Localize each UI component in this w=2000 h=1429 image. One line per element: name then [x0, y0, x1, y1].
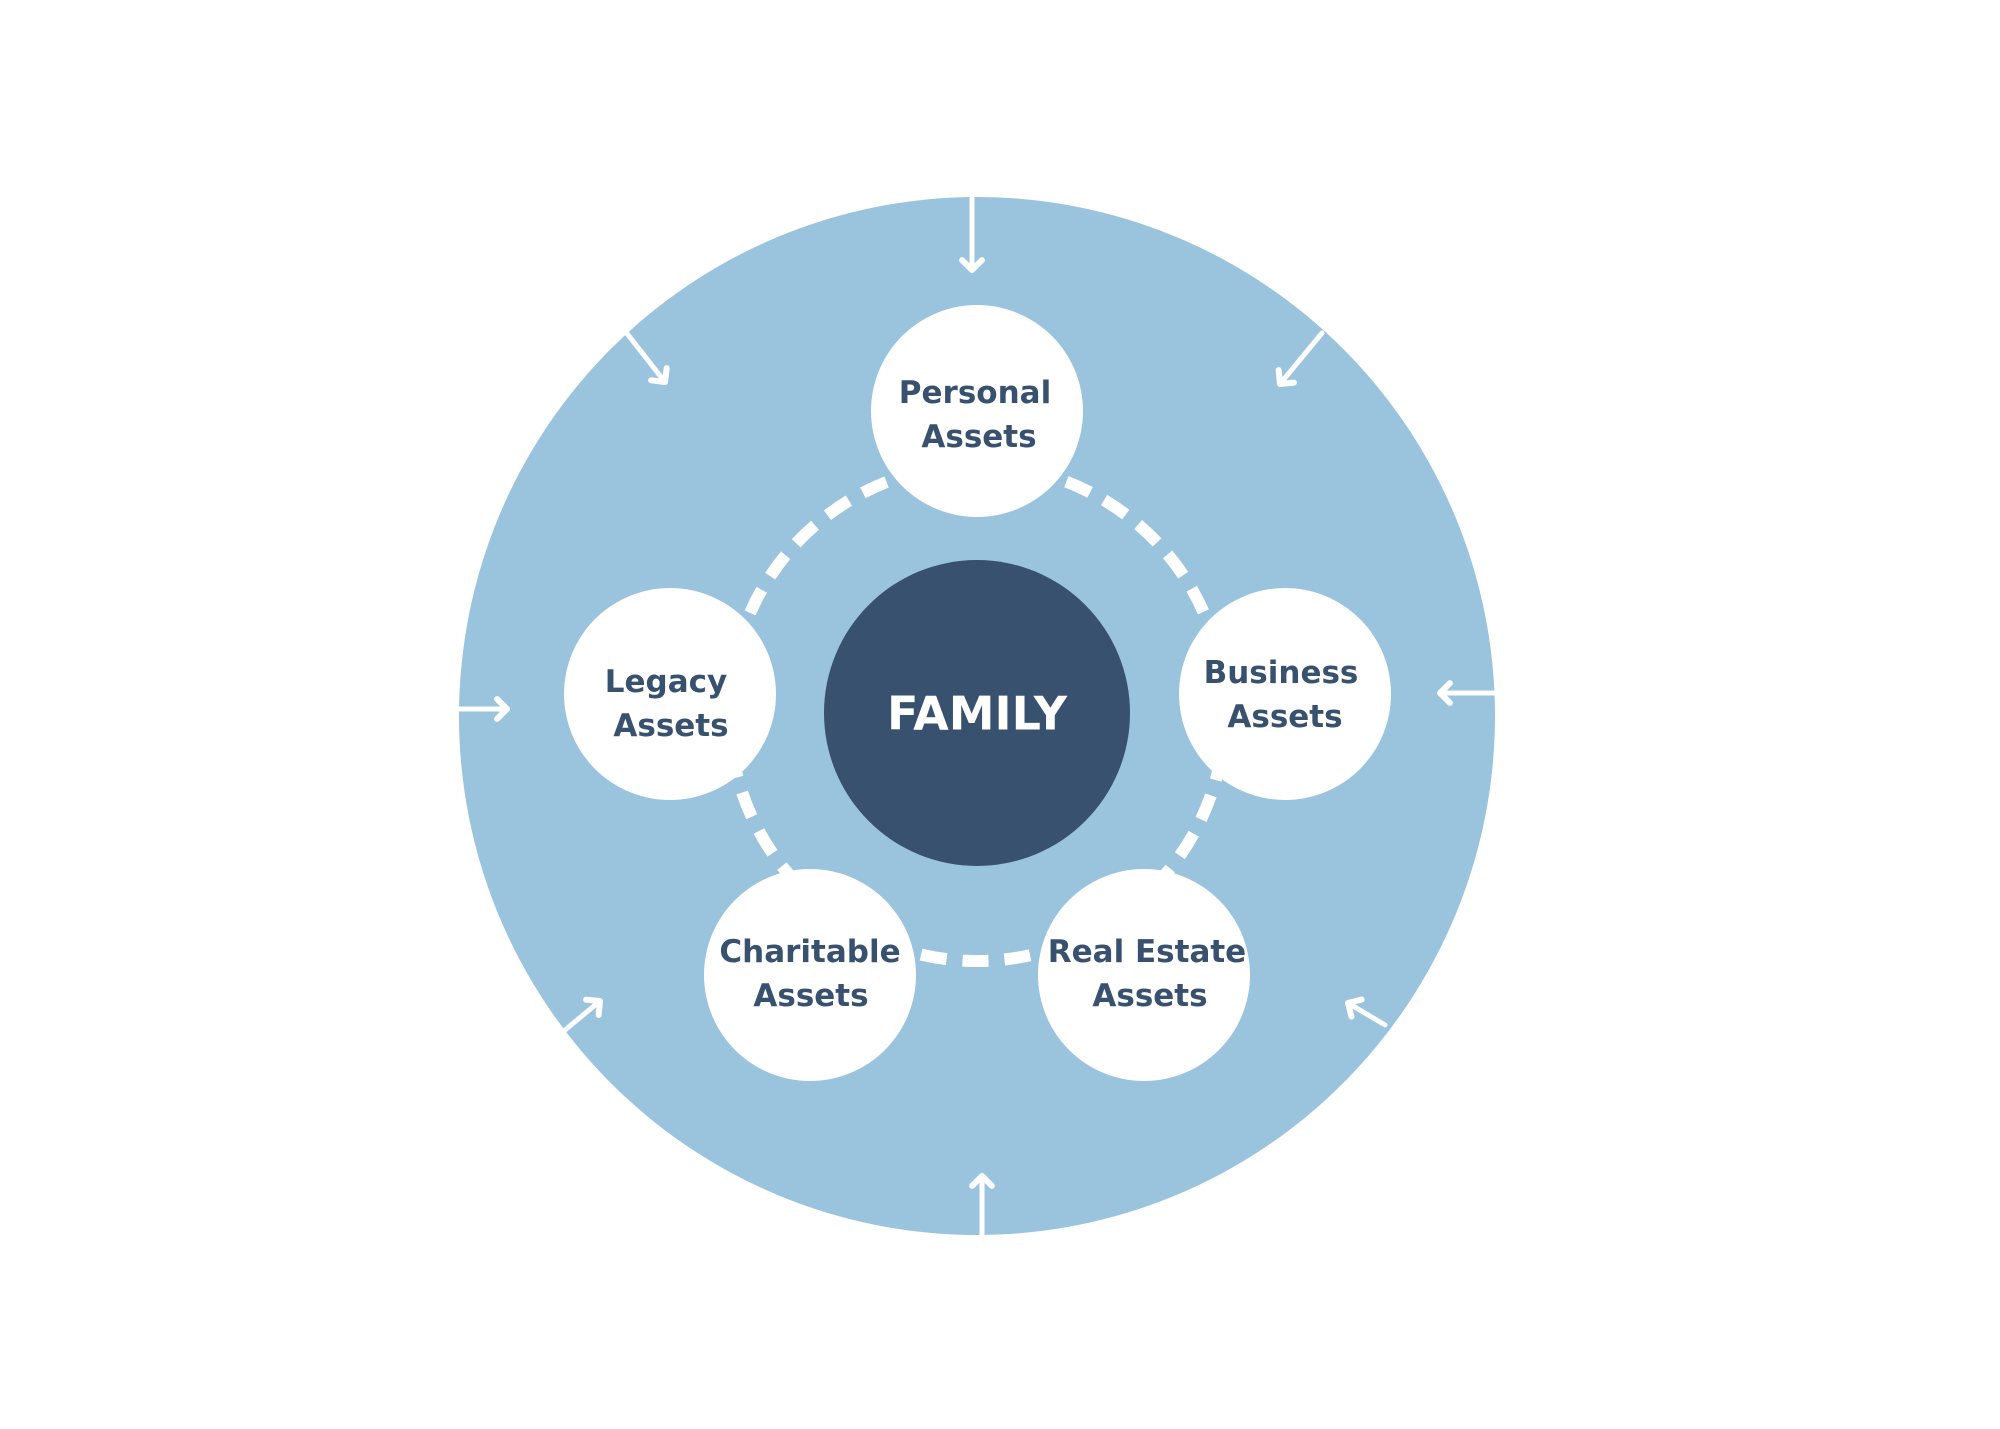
arrow-head-icon-right: [1437, 680, 1453, 706]
arrow-shaft-bottom-right: [1345, 1000, 1388, 1028]
node-circle: [1179, 588, 1391, 800]
arrow-head-icon-bottom-right: [1345, 996, 1365, 1020]
node-label-line2: Assets: [1092, 978, 1207, 1014]
arrow-shaft-bottom-left: [562, 998, 603, 1033]
family-center-circle: [824, 560, 1130, 866]
node-real-estate-assets: Real Estate Assets: [1038, 869, 1250, 1081]
node-circle: [871, 305, 1083, 517]
node-label-line2: Assets: [1227, 699, 1342, 735]
arrow-head-icon-top-right: [1275, 367, 1297, 387]
arrow-head-icon-left: [494, 696, 510, 722]
arrow-shaft-top-right: [1277, 330, 1325, 387]
node-label-line1: Real Estate: [1048, 934, 1246, 970]
node-circle: [704, 869, 916, 1081]
arrow-head-icon-bottom: [969, 1173, 995, 1189]
node-business-assets: Business Assets: [1179, 588, 1391, 800]
node-label-line2: Assets: [613, 708, 728, 744]
arrow-shaft-top-left: [622, 328, 668, 385]
node-circle: [1038, 869, 1250, 1081]
node-label-line1: Business: [1204, 655, 1359, 691]
node-circle: [564, 588, 776, 800]
arrow-head-icon-top: [959, 257, 985, 273]
node-label-line2: Assets: [753, 978, 868, 1014]
arrow-head-icon-top-left: [648, 365, 670, 385]
node-label-line1: Charitable: [719, 934, 900, 970]
node-personal-assets: Personal Assets: [871, 305, 1083, 517]
family-center-label: FAMILY: [887, 687, 1068, 741]
node-charitable-assets: Charitable Assets: [704, 869, 916, 1081]
inward-arrows: [456, 195, 1498, 1238]
node-legacy-assets: Legacy Assets: [564, 588, 776, 800]
node-label-line2: Assets: [921, 419, 1036, 455]
arrow-head-icon-bottom-left: [583, 996, 603, 1018]
node-label-line1: Personal: [899, 375, 1051, 411]
node-label-line1: Legacy: [605, 664, 727, 700]
